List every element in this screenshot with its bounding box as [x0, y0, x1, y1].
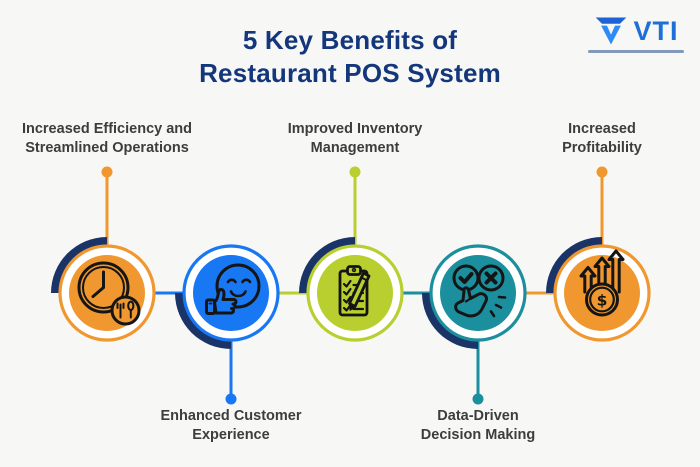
benefit-node-1: [58, 244, 156, 342]
page-title: 5 Key Benefits of Restaurant POS System: [199, 25, 501, 88]
choice-hand-check-x-icon: [452, 264, 507, 318]
thumbs-up-smiley-icon: [205, 263, 261, 315]
benefit-label-3: Improved Inventory Management: [287, 121, 423, 157]
connector-dot-4: [472, 393, 484, 405]
benefit-label-2: Enhanced Customer Experience: [160, 408, 302, 444]
benefit-label-4: Data-Driven Decision Making: [420, 408, 536, 444]
checklist-pencil-icon: [338, 265, 371, 317]
vti-logo-mark-icon: [596, 17, 627, 45]
clock-utensils-icon: [77, 261, 141, 326]
connector-dot-5: [596, 166, 608, 178]
dollar-sign-glyph: $: [597, 292, 608, 310]
dollar-growth-arrows-icon: $: [579, 249, 625, 317]
vti-logo-text: VTI: [633, 15, 679, 46]
vti-logo: VTI: [588, 14, 684, 53]
benefit-label-1: Increased Efficiency and Streamlined Ope…: [21, 121, 193, 157]
vti-logo-tagline-illegible: [588, 50, 684, 53]
connector-dot-2: [225, 393, 237, 405]
connector-dot-1: [101, 166, 113, 178]
benefit-label-5: Increased Profitability: [562, 121, 642, 157]
connector-dot-3: [349, 166, 361, 178]
